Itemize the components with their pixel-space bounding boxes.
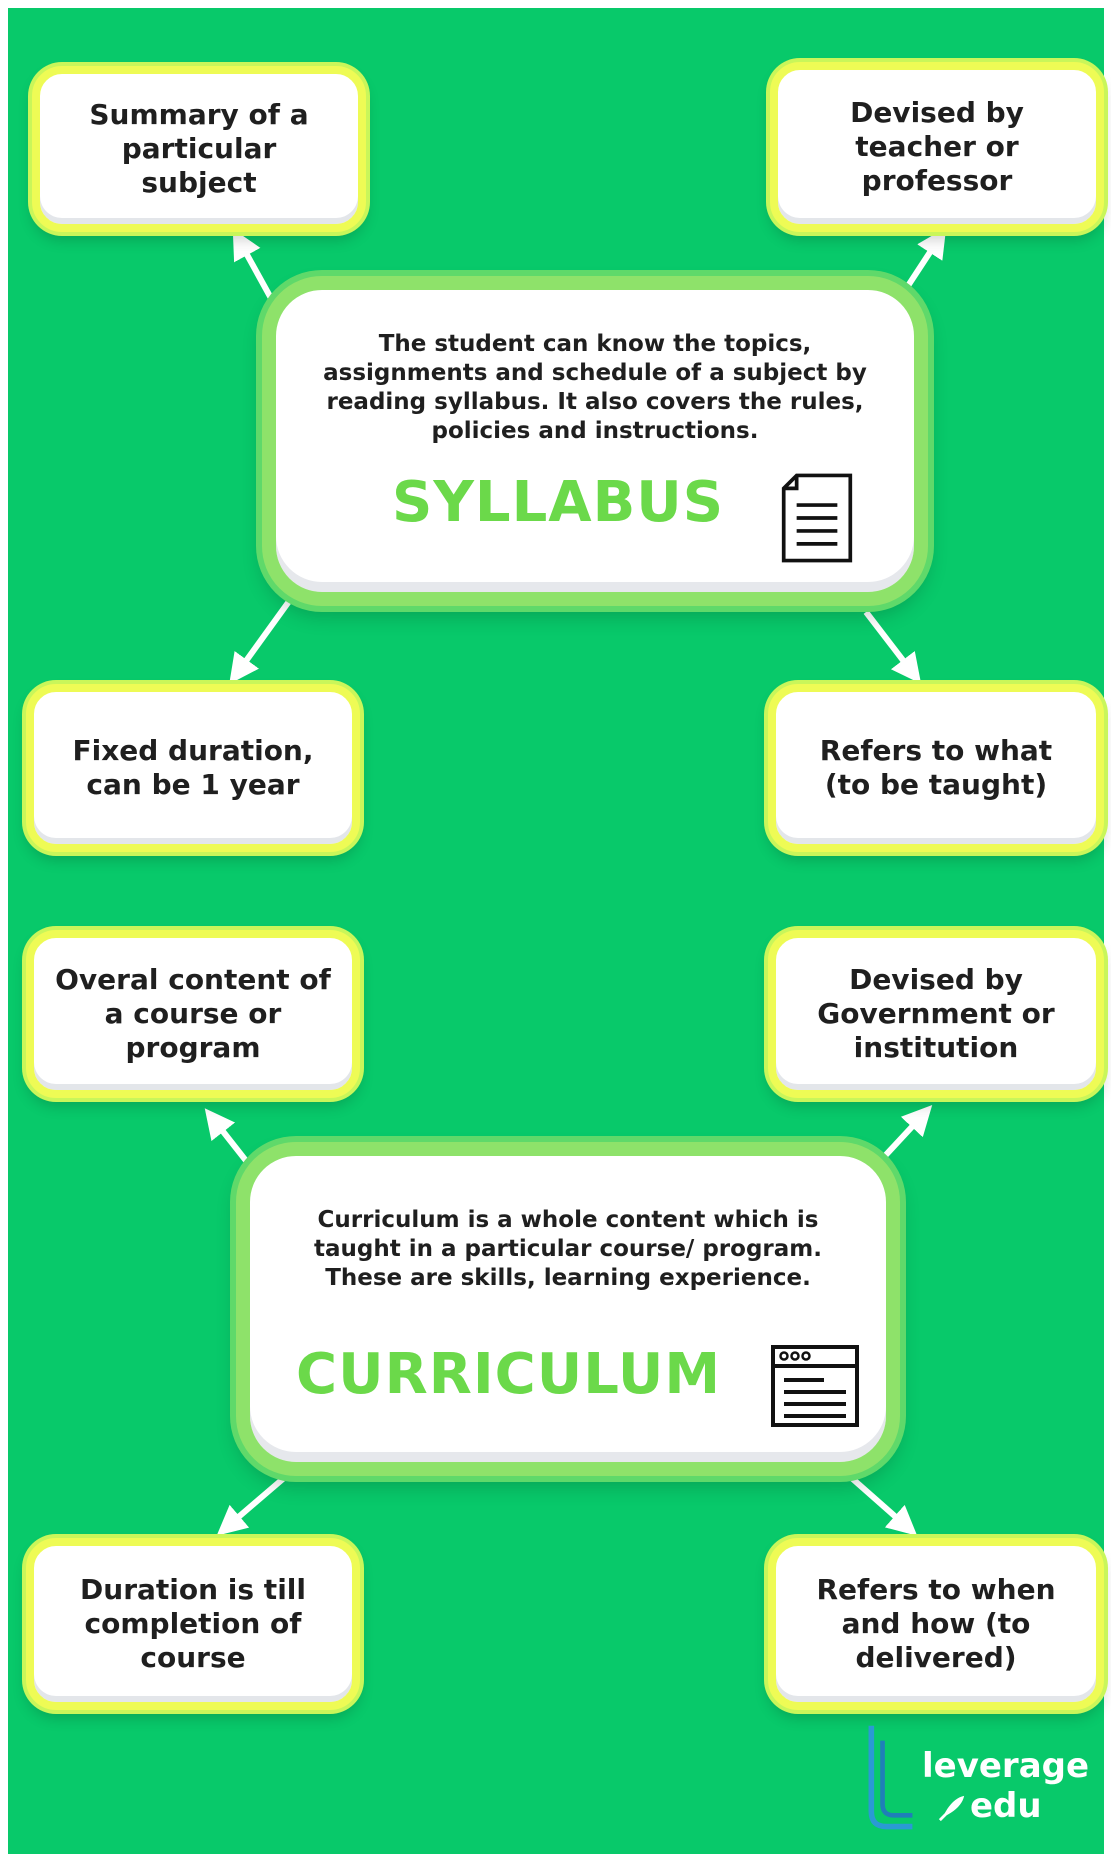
curriculum-point-devised-by-text: Devised by Government or institution xyxy=(817,963,1055,1064)
curriculum-point-overall-content-text: Overal content of a course or program xyxy=(55,963,331,1064)
syllabus-point-devised-by-text: Devised by teacher or professor xyxy=(850,96,1024,197)
brand-line1: leverage xyxy=(922,1746,1090,1786)
curriculum-point-duration-text: Duration is till completion of course xyxy=(80,1573,306,1674)
syllabus-point-refers-to-text: Refers to what (to be taught) xyxy=(819,734,1053,801)
syllabus-title: SYLLABUS xyxy=(392,470,725,535)
syllabus-point-summary: Summary of a particular subject xyxy=(32,66,366,232)
syllabus-description: The student can know the topics, assignm… xyxy=(323,331,867,444)
logo-mark xyxy=(868,1725,913,1830)
brand-line2: edu xyxy=(970,1786,1042,1826)
curriculum-description: Curriculum is a whole content which is t… xyxy=(314,1207,822,1291)
rocket-icon xyxy=(938,1795,965,1822)
syllabus-point-duration-text: Fixed duration, can be 1 year xyxy=(72,734,314,801)
syllabus-point-devised-by: Devised by teacher or professor xyxy=(770,62,1104,232)
browser-window-icon xyxy=(771,1345,859,1427)
curriculum-point-refers-to: Refers to when and how (to delivered) xyxy=(768,1538,1104,1710)
syllabus-point-summary-text: Summary of a particular subject xyxy=(89,98,309,199)
syllabus-point-duration: Fixed duration, can be 1 year xyxy=(26,684,360,852)
curriculum-card: Curriculum is a whole content which is t… xyxy=(236,1142,900,1476)
document-icon xyxy=(781,473,853,563)
curriculum-point-devised-by: Devised by Government or institution xyxy=(768,930,1104,1098)
curriculum-point-refers-to-text: Refers to when and how (to delivered) xyxy=(816,1573,1056,1674)
syllabus-card: The student can know the topics, assignm… xyxy=(262,276,928,606)
curriculum-title: CURRICULUM xyxy=(296,1342,722,1407)
curriculum-point-overall-content: Overal content of a course or program xyxy=(26,930,360,1098)
syllabus-point-refers-to: Refers to what (to be taught) xyxy=(768,684,1104,852)
curriculum-point-duration: Duration is till completion of course xyxy=(26,1538,360,1710)
leverage-edu-logo: leverage edu xyxy=(862,1718,1102,1838)
